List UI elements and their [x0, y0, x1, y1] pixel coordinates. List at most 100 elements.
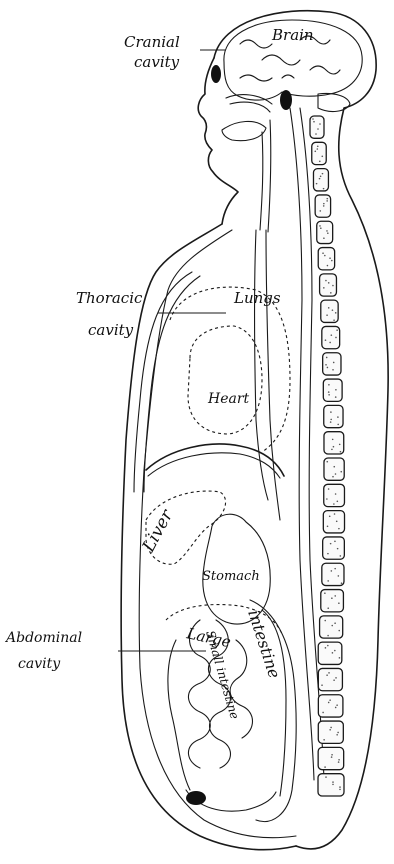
- mouth-pharynx: [222, 95, 272, 232]
- vertebra-stipple: [332, 652, 334, 654]
- heart-outline: [188, 326, 262, 434]
- label-thoracic: Thoracic: [76, 289, 143, 307]
- vertebra-stipple: [329, 342, 331, 344]
- vertebra-stipple: [314, 151, 316, 153]
- vertebra-stipple: [319, 225, 321, 227]
- vertebra-stipple: [319, 161, 321, 163]
- vertebra-stipple: [336, 329, 338, 331]
- label-liver: Liver: [138, 506, 177, 556]
- vertebra-stipple: [333, 679, 335, 681]
- vertebra-stipple: [334, 650, 336, 652]
- vertebra: [324, 405, 343, 427]
- vertebra-stipple: [330, 421, 332, 423]
- vertebra-stipple: [330, 727, 332, 729]
- vertebra-stipple: [316, 183, 318, 185]
- vertebra-stipple: [338, 528, 340, 530]
- vertebra-stipple: [335, 312, 337, 314]
- vertebra-stipple: [333, 362, 335, 364]
- vertebra-stipple: [327, 553, 329, 555]
- label-abdominal-cavity: cavity: [18, 656, 61, 672]
- vertebra-stipple: [331, 756, 333, 758]
- vertebra-stipple: [340, 451, 342, 453]
- vertebra: [320, 616, 343, 638]
- vertebra-stipple: [323, 188, 325, 190]
- vertebra-stipple: [332, 369, 334, 371]
- vertebra-stipple: [324, 766, 326, 768]
- vertebra-stipple: [330, 292, 332, 294]
- vertebra-stipple: [330, 419, 332, 421]
- vertebra-stipple: [328, 672, 330, 674]
- vertebra-stipple: [335, 337, 337, 339]
- vertebra-stipple: [334, 595, 336, 597]
- vertebra-stipple: [328, 384, 330, 386]
- vertebra: [318, 721, 343, 743]
- vertebra-stipple: [333, 503, 335, 505]
- vertebra-stipple: [328, 391, 330, 393]
- vertebra-stipple: [331, 625, 333, 627]
- vertebra-stipple: [335, 493, 337, 495]
- vertebra-stipple: [338, 630, 340, 632]
- vertebra-stipple: [334, 541, 336, 543]
- vertebra-stipple: [323, 205, 325, 207]
- diaphragm: [146, 444, 284, 476]
- vertebra-stipple: [339, 789, 341, 791]
- vertebra-stipple: [327, 645, 329, 647]
- vertebra-stipple: [335, 396, 337, 398]
- vertebra-stipple: [324, 620, 326, 622]
- vertebra-stipple: [329, 257, 331, 259]
- vertebra-stipple: [329, 516, 331, 518]
- vertebra: [318, 642, 342, 664]
- vertebra-stipple: [330, 543, 332, 545]
- vertebra-stipple: [337, 416, 339, 418]
- vertebra: [318, 747, 344, 769]
- vertebra-stipple: [336, 704, 338, 706]
- vertebra-stipple: [326, 198, 328, 200]
- vertebra-stipple: [339, 657, 341, 659]
- vertebra-stipple: [326, 461, 328, 463]
- vertebra-stipple: [332, 439, 334, 441]
- vertebra-stipple: [327, 635, 329, 637]
- vertebra: [321, 300, 338, 322]
- vertebra-stipple: [333, 446, 335, 448]
- vertebra-stipple: [331, 449, 333, 451]
- vertebra-stipple: [332, 784, 334, 786]
- vertebra-stipple: [326, 674, 328, 676]
- vertebra-stipple: [332, 309, 334, 311]
- label-cranial-cavity: cavity: [134, 53, 180, 71]
- vertebra-stipple: [333, 466, 335, 468]
- vertebra-stipple: [322, 173, 324, 175]
- vertebra: [322, 563, 344, 585]
- vertebra-stipple: [334, 513, 336, 515]
- vertebra-stipple: [328, 282, 330, 284]
- vertebra-stipple: [329, 699, 331, 701]
- lung-outline: [170, 287, 290, 452]
- vertebra-stipple: [332, 476, 334, 478]
- vertebra-stipple: [325, 280, 327, 282]
- vertebra-stipple: [317, 128, 319, 130]
- vertebra-stipple: [337, 732, 339, 734]
- vertebra-stipple: [324, 255, 326, 257]
- vertebra: [312, 142, 326, 164]
- vertebra-stipple: [338, 761, 340, 763]
- vertebra-stipple: [333, 319, 335, 321]
- label-cranial: Cranial: [124, 33, 180, 51]
- vertebra-stipple: [331, 570, 333, 572]
- vertebra-stipple: [338, 575, 340, 577]
- vertebra-stipple: [325, 647, 327, 649]
- vertebra-stipple: [327, 265, 329, 267]
- vertebra-stipple: [325, 339, 327, 341]
- vertebra-stipple: [323, 237, 325, 239]
- vertebra-stipple: [327, 367, 329, 369]
- vertebra-stipple: [323, 287, 325, 289]
- vertebra-stipple: [326, 357, 328, 359]
- vertebra-stipple: [335, 389, 337, 391]
- vertebra-stipple: [326, 498, 328, 500]
- vertebra-stipple: [335, 707, 337, 709]
- vertebra-stipple: [331, 754, 333, 756]
- vertebra-stipple: [335, 677, 337, 679]
- vertebra-stipple: [319, 178, 321, 180]
- vertebra-stipple: [340, 555, 342, 557]
- vertebra-stipple: [337, 424, 339, 426]
- vertebra: [317, 221, 333, 243]
